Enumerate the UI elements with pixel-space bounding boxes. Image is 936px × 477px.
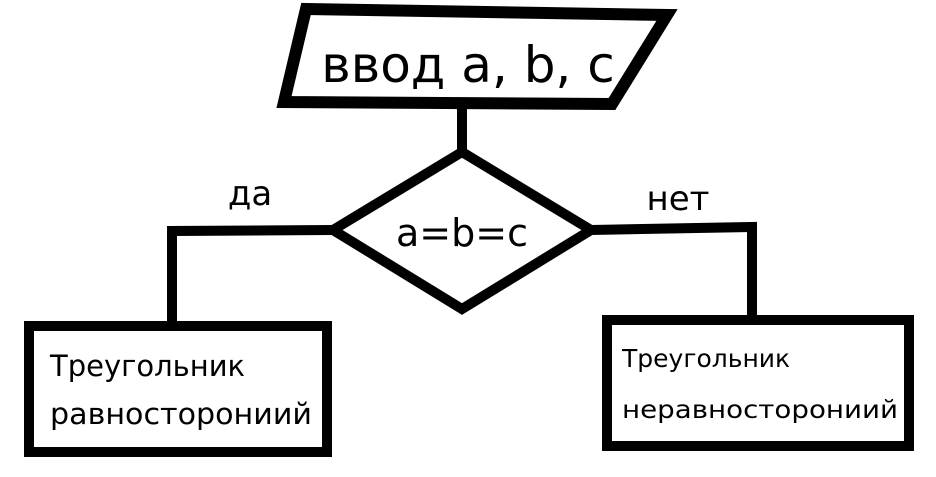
no-result-line1: Треугольник [621, 344, 790, 373]
no-result-line2: неравносторониий [622, 395, 898, 424]
yes-branch-connector [167, 225, 334, 326]
yes-label: да [228, 174, 272, 214]
condition-diamond [323, 146, 601, 315]
condition-text: a=b=c [396, 211, 528, 255]
input-block-text: ввод a, b, c [321, 36, 614, 94]
no-label: нет [647, 179, 710, 219]
yes-result-line1: Треугольник [49, 349, 245, 383]
yes-result-line2: равносторониий [50, 397, 312, 431]
input-parallelogram [276, 2, 678, 111]
no-result-box [602, 315, 914, 451]
no-branch-connector [590, 221, 757, 320]
yes-result-box [24, 321, 332, 457]
